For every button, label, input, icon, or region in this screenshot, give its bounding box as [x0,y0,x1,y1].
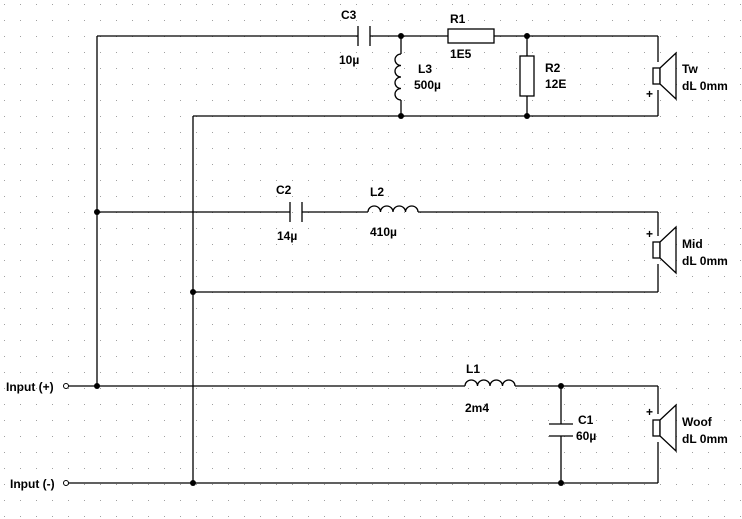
mid-polarity: + [646,227,653,241]
woofer-offset: dL 0mm [682,432,728,446]
r2-name: R2 [545,61,561,75]
inductor-l2[interactable]: L2 410µ [367,185,419,239]
terminal-negative[interactable] [63,480,69,486]
wires [68,35,659,484]
resistor-r1[interactable]: R1 1E5 [447,12,495,61]
inductor-l3[interactable]: L3 500µ [394,53,441,101]
speaker-mid[interactable]: + Mid dL 0mm [646,225,728,275]
junction-dot [558,383,564,389]
woofer-polarity: + [646,405,653,419]
speaker-tweeter[interactable]: + Tw dL 0mm [646,51,728,101]
l2-name: L2 [370,185,384,199]
c1-name: C1 [578,413,594,427]
junction-dot [558,480,564,486]
tweeter-name: Tw [682,62,698,76]
mid-offset: dL 0mm [682,254,728,268]
junction-dot [94,383,100,389]
input-positive[interactable]: Input (+) [6,380,69,394]
input-negative-label: Input (-) [10,477,55,491]
inductor-l1[interactable]: L1 2m4 [464,362,516,415]
c1-value: 60µ [576,429,596,443]
c3-value: 10µ [339,53,359,67]
c2-name: C2 [276,183,292,197]
grid-dots [4,4,741,517]
c3-name: C3 [341,8,357,22]
l3-name: L3 [418,62,432,76]
input-positive-label: Input (+) [6,380,54,394]
junction-dot [398,33,404,39]
speaker-woofer[interactable]: + Woof dL 0mm [646,403,728,453]
r1-name: R1 [450,12,466,26]
tweeter-offset: dL 0mm [682,79,728,93]
junction-dot [398,113,404,119]
junctions [94,33,564,486]
junction-dot [190,480,196,486]
junction-dot [524,33,530,39]
junction-dot [94,209,100,215]
r1-value: 1E5 [450,47,472,61]
terminal-positive[interactable] [63,383,69,389]
junction-dot [190,289,196,295]
l1-name: L1 [466,362,480,376]
capacitor-c3[interactable]: C3 10µ [339,8,371,67]
resistor-r2[interactable]: R2 12E [519,55,566,97]
junction-dot [524,113,530,119]
l2-value: 410µ [370,225,397,239]
l3-value: 500µ [414,78,441,92]
mid-name: Mid [682,237,703,251]
tweeter-polarity: + [646,87,653,101]
input-negative[interactable]: Input (-) [10,477,69,491]
woofer-name: Woof [682,415,713,429]
capacitor-c1[interactable]: C1 60µ [549,413,596,443]
c2-value: 14µ [277,229,297,243]
r2-value: 12E [545,77,566,91]
l1-value: 2m4 [465,401,489,415]
capacitor-c2[interactable]: C2 14µ [276,183,303,243]
